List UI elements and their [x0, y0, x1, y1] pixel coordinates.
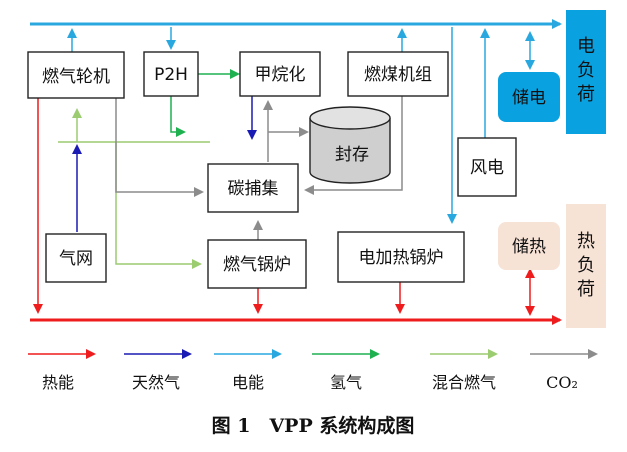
legend-item-electricity: 电能: [214, 349, 282, 392]
svg-text:储热: 储热: [512, 237, 546, 257]
wind-node: 风电: [457, 137, 517, 197]
electric-load-panel: [566, 10, 606, 134]
svg-text:混合燃气: 混合燃气: [432, 373, 496, 392]
storage-cylinder: 封存: [309, 106, 391, 184]
gas-boiler-node: 燃气锅炉: [207, 239, 307, 289]
carbon-capture-node: 碳捕集: [207, 163, 299, 213]
legend-item-hydrogen: 氢气: [312, 349, 380, 392]
svg-text:燃气锅炉: 燃气锅炉: [223, 255, 291, 275]
p2h-hydrogen-line: [170, 88, 186, 137]
svg-text:燃煤机组: 燃煤机组: [364, 65, 432, 85]
svg-text:电能: 电能: [232, 373, 264, 392]
legend: 热能 天然气 电能 氢气 混合燃气 CO₂: [28, 349, 598, 392]
heat-load-label-2: 负: [577, 255, 595, 276]
electric-load-label-3: 荷: [577, 84, 595, 105]
legend-item-heat: 热能: [28, 349, 96, 392]
electric-boiler-node: 电加热锅炉: [337, 231, 465, 283]
legend-item-mixed-gas: 混合燃气: [430, 349, 498, 392]
heat-storage-node: 储热: [498, 222, 560, 270]
svg-text:P2H: P2H: [154, 65, 188, 85]
p2h-node: P2H: [143, 51, 199, 97]
electric-load-label-1: 电: [577, 36, 595, 57]
svg-text:甲烷化: 甲烷化: [255, 65, 306, 85]
elec-storage-node: 储电: [498, 72, 560, 122]
heat-load-label-1: 热: [577, 231, 595, 252]
coal-unit-co2-line: [304, 96, 403, 195]
electric-load-label-2: 负: [577, 60, 595, 81]
turbine-co2-line: [115, 98, 204, 197]
legend-item-natural-gas: 天然气: [124, 349, 192, 392]
gas-turbine-node: 燃气轮机: [27, 51, 125, 99]
svg-text:天然气: 天然气: [132, 373, 180, 392]
svg-text:燃气轮机: 燃气轮机: [42, 67, 110, 87]
svg-text:风电: 风电: [470, 158, 504, 178]
svg-text:封存: 封存: [335, 145, 369, 165]
svg-text:储电: 储电: [512, 88, 546, 108]
heat-load-label-3: 荷: [577, 279, 595, 300]
svg-text:气网: 气网: [59, 249, 93, 269]
heat-load-panel: [566, 204, 606, 328]
methanation-node: 甲烷化: [239, 51, 321, 97]
legend-item-co2: CO₂: [530, 349, 598, 392]
gas-network-node: 气网: [45, 233, 107, 283]
svg-text:氢气: 氢气: [330, 373, 362, 392]
svg-text:碳捕集: 碳捕集: [228, 179, 279, 199]
svg-text:电加热锅炉: 电加热锅炉: [359, 248, 444, 268]
coal-unit-node: 燃煤机组: [347, 51, 449, 97]
svg-text:CO₂: CO₂: [546, 373, 578, 392]
figure-caption: 图 1 VPP 系统构成图: [212, 414, 415, 437]
svg-text:热能: 热能: [42, 373, 74, 392]
mixed-gas-to-boiler-line: [115, 142, 202, 269]
